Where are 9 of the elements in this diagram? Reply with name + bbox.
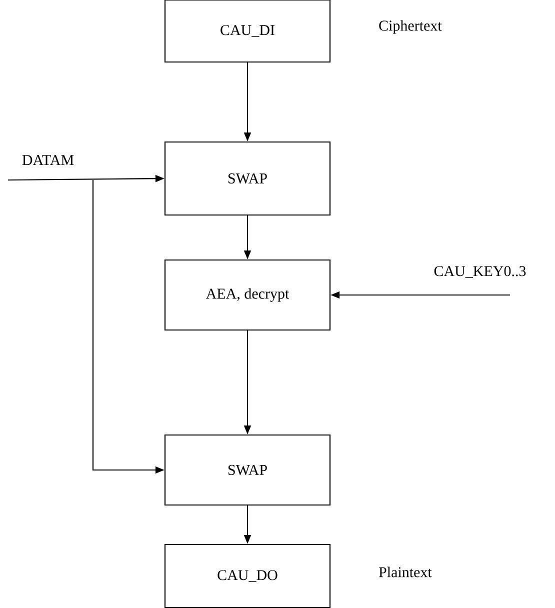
side-label: Plaintext — [378, 566, 432, 578]
process-box: CAU_DI — [164, 0, 331, 63]
process-box: CAU_DO — [164, 544, 331, 608]
edge-label: DATAM — [22, 155, 74, 165]
process-box: AEA, decrypt — [164, 259, 331, 331]
process-box: SWAP — [164, 141, 331, 216]
process-box: SWAP — [164, 434, 331, 506]
edge-label: CAU_KEY0..3 — [434, 266, 526, 278]
side-label: Ciphertext — [379, 20, 442, 34]
